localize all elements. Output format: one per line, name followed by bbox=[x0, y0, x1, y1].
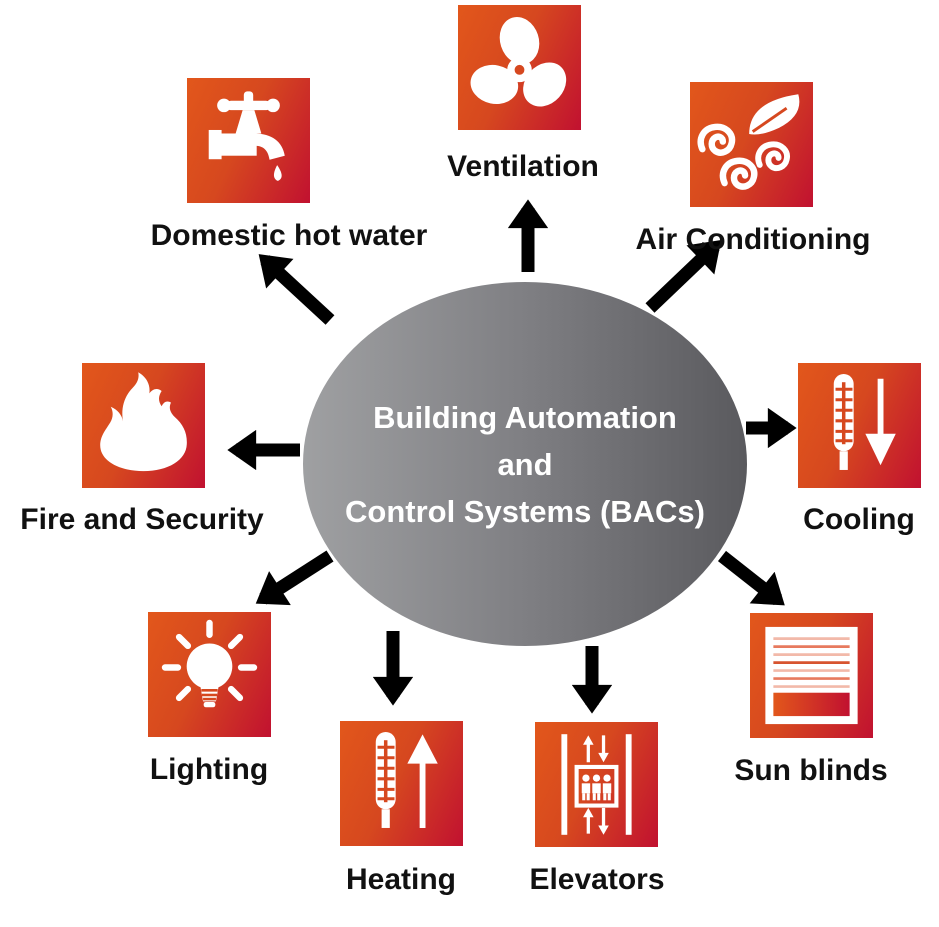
arrow-to-hot-water bbox=[258, 254, 335, 325]
center-title: Building Automation and Control Systems … bbox=[345, 394, 705, 535]
center-title-line-3: Control Systems (BACs) bbox=[345, 493, 705, 529]
flame-icon bbox=[100, 372, 187, 472]
center-title-line-1: Building Automation bbox=[373, 399, 677, 435]
hot-water-icon-box bbox=[187, 78, 310, 203]
window-blinds-icon bbox=[765, 626, 858, 725]
elevators-icon-box bbox=[535, 722, 658, 847]
lighting-icon-box bbox=[148, 612, 271, 737]
lighting-label: Lighting bbox=[149, 753, 269, 786]
elevator-icon bbox=[561, 734, 632, 835]
light-bulb-icon bbox=[161, 619, 258, 708]
center-ellipse: Building Automation and Control Systems … bbox=[303, 282, 747, 646]
arrow-to-lighting bbox=[255, 550, 334, 606]
cooling-icon-box bbox=[798, 363, 921, 488]
hot-water-label: Domestic hot water bbox=[150, 219, 428, 252]
fan-icon bbox=[470, 17, 567, 107]
ventilation-label: Ventilation bbox=[447, 150, 599, 183]
thermometer-up-arrow-icon bbox=[375, 732, 438, 828]
arrow-to-sun-blinds bbox=[717, 550, 785, 606]
center-title-line-2: and bbox=[497, 446, 553, 482]
fire-security-label: Fire and Security bbox=[20, 503, 264, 536]
sun-blinds-label: Sun blinds bbox=[734, 754, 888, 787]
thermometer-down-arrow-icon bbox=[833, 374, 896, 470]
heating-label: Heating bbox=[345, 863, 457, 896]
ventilation-icon-box bbox=[458, 5, 581, 130]
heating-icon-box bbox=[340, 721, 463, 846]
air-conditioning-icon-box bbox=[690, 82, 813, 207]
sun-blinds-icon-box bbox=[750, 613, 873, 738]
faucet-icon bbox=[208, 91, 285, 181]
fire-security-icon-box bbox=[82, 363, 205, 488]
air-conditioning-label: Air Conditioning bbox=[635, 223, 871, 256]
cooling-label: Cooling bbox=[803, 503, 915, 536]
elevators-label: Elevators bbox=[529, 863, 665, 896]
wind-leaf-icon bbox=[697, 94, 800, 190]
